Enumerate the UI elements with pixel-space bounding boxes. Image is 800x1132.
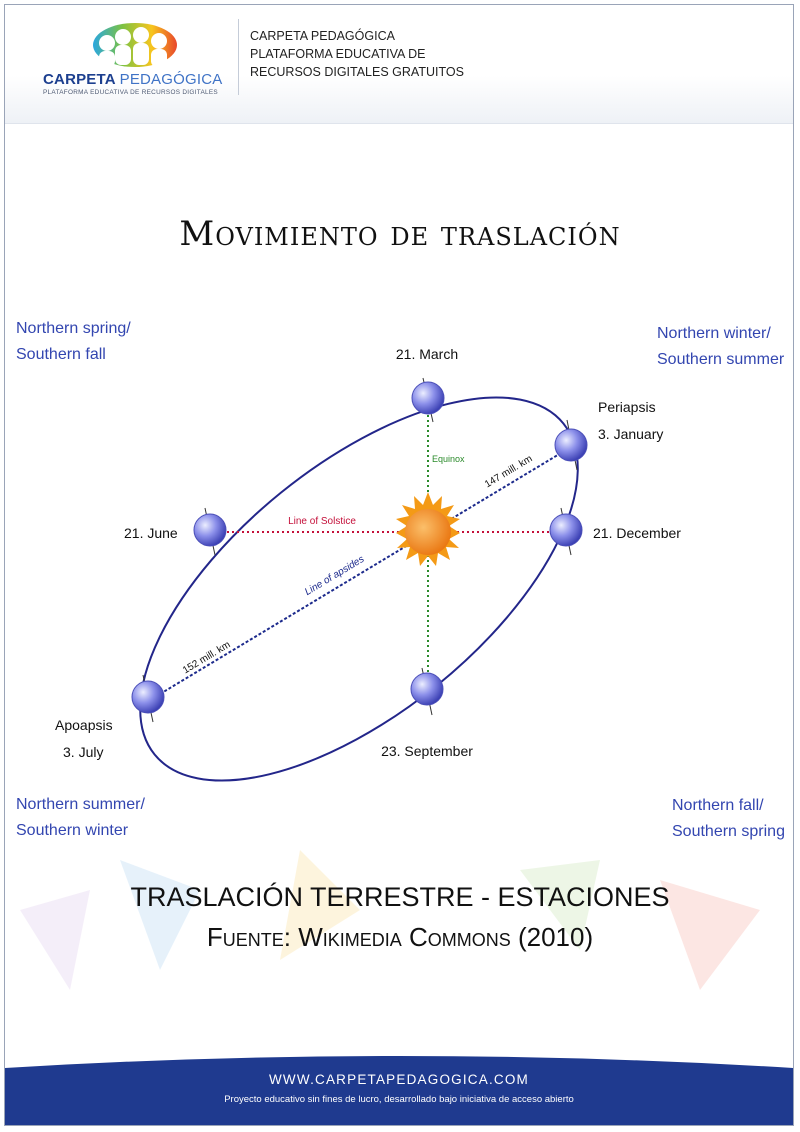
corner-top-left-1: Northern spring/ bbox=[16, 320, 131, 337]
header-text: CARPETA PEDAGÓGICA PLATAFORMA EDUCATIVA … bbox=[250, 27, 464, 81]
label-dist-apo: 152 mill. km bbox=[181, 639, 232, 676]
orbit-ellipse bbox=[139, 396, 579, 782]
page-title: Movimiento de traslación bbox=[179, 214, 621, 254]
logo-accent: PEDAGÓGICA bbox=[119, 71, 223, 88]
earth-march bbox=[411, 377, 445, 423]
header-line-1: CARPETA PEDAGÓGICA bbox=[250, 29, 395, 43]
logo-text: CARPETA PEDAGÓGICA bbox=[43, 71, 233, 88]
earth-july bbox=[131, 674, 165, 723]
corner-top-right-1: Northern winter/ bbox=[657, 325, 771, 342]
earth-december bbox=[549, 507, 583, 556]
label-december: 21. December bbox=[593, 525, 681, 541]
caption-source: Fuente: Wikimedia Commons (2010) bbox=[206, 922, 594, 952]
background-decoration bbox=[20, 850, 760, 990]
header-divider bbox=[238, 19, 239, 95]
earth-june bbox=[193, 507, 227, 556]
orbit-diagram: Northern spring/ Southern fall Northern … bbox=[16, 320, 785, 840]
label-periapsis: Periapsis bbox=[598, 399, 656, 415]
label-september: 23. September bbox=[381, 743, 473, 759]
corner-bottom-left-2: Southern winter bbox=[16, 822, 129, 839]
corner-top-right-2: Southern summer bbox=[657, 351, 785, 368]
header: CARPETA PEDAGÓGICA PLATAFORMA EDUCATIVA … bbox=[5, 5, 793, 124]
header-line-3: RECURSOS DIGITALES GRATUITOS bbox=[250, 65, 464, 79]
footer-note: Proyecto educativo sin fines de lucro, d… bbox=[224, 1094, 574, 1105]
label-july: 3. July bbox=[63, 744, 103, 760]
label-june: 21. June bbox=[124, 525, 178, 541]
footer-band bbox=[5, 1056, 793, 1126]
label-january: 3. January bbox=[598, 426, 663, 442]
sun bbox=[396, 492, 460, 566]
label-apoapsis: Apoapsis bbox=[55, 717, 113, 733]
logo-icon bbox=[93, 23, 177, 67]
label-solstice: Line of Solstice bbox=[288, 516, 356, 527]
label-march: 21. March bbox=[396, 346, 458, 362]
footer: WWW.CARPETAPEDAGOGICA.COM Proyecto educa… bbox=[5, 1050, 793, 1126]
corner-bottom-left-1: Northern summer/ bbox=[16, 796, 145, 813]
footer-url-link[interactable]: WWW.CARPETAPEDAGOGICA.COM bbox=[268, 1072, 529, 1087]
apsides-line bbox=[159, 449, 567, 695]
corner-bottom-right-2: Southern spring bbox=[672, 823, 785, 840]
earth-september bbox=[410, 667, 444, 716]
label-apsides: Line of apsides bbox=[303, 554, 366, 598]
label-equinox: Equinox bbox=[432, 454, 465, 464]
header-line-2: PLATAFORMA EDUCATIVA DE bbox=[250, 47, 426, 61]
caption-title: TRASLACIÓN TERRESTRE - ESTACIONES bbox=[130, 882, 670, 912]
corner-bottom-right-1: Northern fall/ bbox=[672, 797, 764, 814]
logo-subtitle: PLATAFORMA EDUCATIVA DE RECURSOS DIGITAL… bbox=[43, 89, 218, 96]
earth-january bbox=[554, 419, 588, 471]
corner-top-left-2: Southern fall bbox=[16, 346, 106, 363]
logo-main: CARPETA bbox=[43, 71, 116, 88]
